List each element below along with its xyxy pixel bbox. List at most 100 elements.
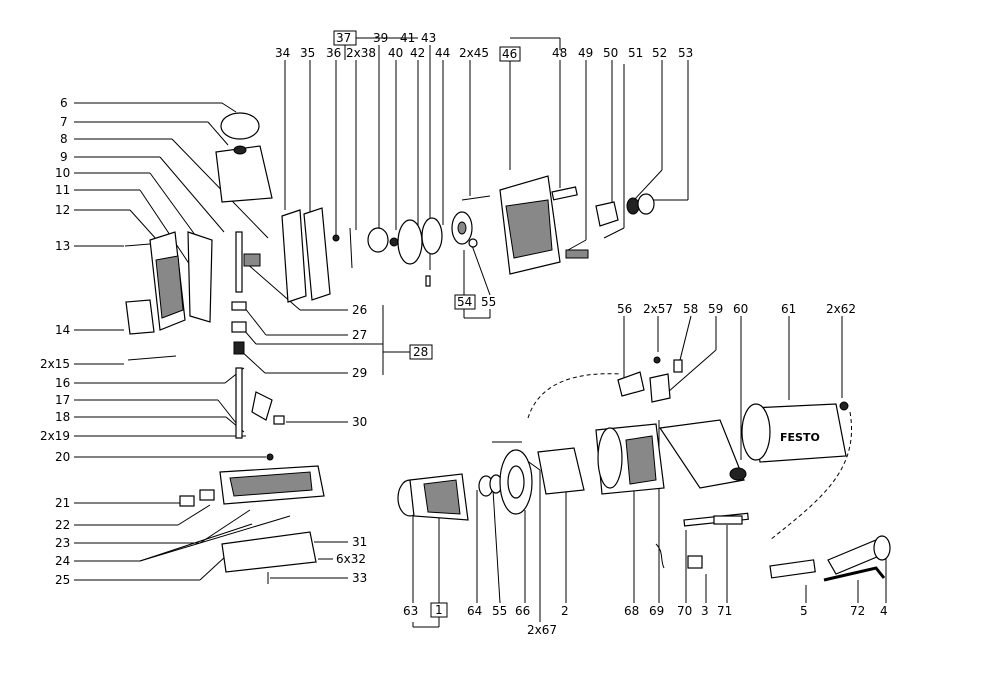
gasket-part-35 (303, 207, 331, 301)
parts-left-housing (124, 112, 331, 584)
label-64: 64 (467, 604, 482, 618)
brand-label: FESTO (780, 431, 820, 444)
gear-part-42 (397, 219, 423, 265)
label-26: 26 (352, 303, 367, 317)
label-49: 49 (578, 46, 593, 60)
label-11: 11 (55, 183, 70, 197)
label-27: 27 (352, 328, 367, 342)
label-3: 3 (701, 604, 709, 618)
label-33: 33 (352, 571, 367, 585)
label-68: 68 (624, 604, 639, 618)
label-41: 41 (400, 31, 415, 45)
pad-part-21 (179, 495, 195, 507)
label-36: 36 (326, 46, 341, 60)
label-48: 48 (552, 46, 567, 60)
housing-part-58 (658, 419, 745, 489)
guide-part-27 (231, 301, 247, 311)
label-2x45: 2x45 (459, 46, 489, 60)
label-24: 24 (55, 554, 70, 568)
label-40: 40 (388, 46, 403, 60)
brush-holder-part-2 (537, 447, 585, 495)
ring-part-44 (421, 217, 443, 255)
label-2x62: 2x62 (826, 302, 856, 316)
label-22: 22 (55, 518, 70, 532)
label-50: 50 (603, 46, 618, 60)
label-43: 43 (421, 31, 436, 45)
label-25: 25 (55, 573, 70, 587)
label-16: 16 (55, 376, 70, 390)
label-21: 21 (55, 496, 70, 510)
pad-part-22 (199, 489, 215, 501)
label-2x38: 2x38 (346, 46, 376, 60)
label-53: 53 (678, 46, 693, 60)
gear-part-39 (367, 227, 389, 253)
parts-top-gear (332, 175, 655, 287)
label-2x15: 2x15 (40, 357, 70, 371)
label-70: 70 (677, 604, 692, 618)
label-5: 5 (800, 604, 808, 618)
label-58: 58 (683, 302, 698, 316)
middle-callouts: 26 27 28 29 30 31 6x32 33 54 55 56 2x57 … (239, 239, 856, 585)
label-2x57: 2x57 (643, 302, 673, 316)
label-9: 9 (60, 150, 68, 164)
label-60: 60 (733, 302, 748, 316)
label-28: 28 (413, 345, 428, 359)
label-44: 44 (435, 46, 450, 60)
label-42: 42 (410, 46, 425, 60)
parts-motor: FESTO (397, 356, 891, 582)
label-55-top: 55 (481, 295, 496, 309)
handle-shell-part-11 (187, 231, 213, 323)
bottom-callouts: 63 1 64 55 66 2 2x67 68 69 70 3 71 5 72 … (403, 420, 888, 637)
label-1: 1 (435, 603, 443, 617)
label-10: 10 (55, 166, 70, 180)
label-69: 69 (649, 604, 664, 618)
cap-part-6 (220, 112, 260, 140)
bracket-part-5 (769, 559, 816, 579)
label-54: 54 (457, 295, 472, 309)
label-8: 8 (60, 132, 68, 146)
gasket-part-34 (281, 209, 307, 303)
label-23: 23 (55, 536, 70, 550)
label-20: 20 (55, 450, 70, 464)
label-6: 6 (60, 96, 68, 110)
label-35: 35 (300, 46, 315, 60)
label-59: 59 (708, 302, 723, 316)
label-71: 71 (717, 604, 732, 618)
label-2: 2 (561, 604, 569, 618)
gear-part-50 (595, 201, 619, 227)
label-46: 46 (502, 47, 517, 61)
label-2x67: 2x67 (527, 623, 557, 637)
label-17: 17 (55, 393, 70, 407)
saw-rod-part-16 (235, 367, 243, 439)
label-7: 7 (60, 115, 68, 129)
label-63: 63 (403, 604, 418, 618)
label-72: 72 (850, 604, 865, 618)
label-52: 52 (652, 46, 667, 60)
dust-hood-part-7 (215, 145, 273, 203)
label-2x19: 2x19 (40, 429, 70, 443)
label-55-bottom: 55 (492, 604, 507, 618)
label-30: 30 (352, 415, 367, 429)
label-61: 61 (781, 302, 796, 316)
label-12: 12 (55, 203, 70, 217)
switch-part-59 (649, 373, 671, 403)
label-34: 34 (275, 46, 290, 60)
label-51: 51 (628, 46, 643, 60)
label-18: 18 (55, 410, 70, 424)
label-29: 29 (352, 366, 367, 380)
bearing-part-53 (637, 193, 655, 215)
label-37: 37 (336, 31, 351, 45)
label-31: 31 (352, 535, 367, 549)
label-4: 4 (880, 604, 888, 618)
label-66: 66 (515, 604, 530, 618)
bracket-part-14 (125, 299, 155, 335)
label-56: 56 (617, 302, 632, 316)
slide-plate-part-25 (221, 531, 317, 573)
label-14: 14 (55, 323, 70, 337)
label-13: 13 (55, 239, 70, 253)
left-callouts: 6 7 8 9 10 11 12 13 14 2x15 16 17 18 2x1… (40, 96, 291, 587)
label-39: 39 (373, 31, 388, 45)
lever-part-17 (251, 391, 273, 421)
top-callouts: 34 35 36 37 2x38 39 40 41 42 43 44 2x45 … (275, 30, 693, 270)
